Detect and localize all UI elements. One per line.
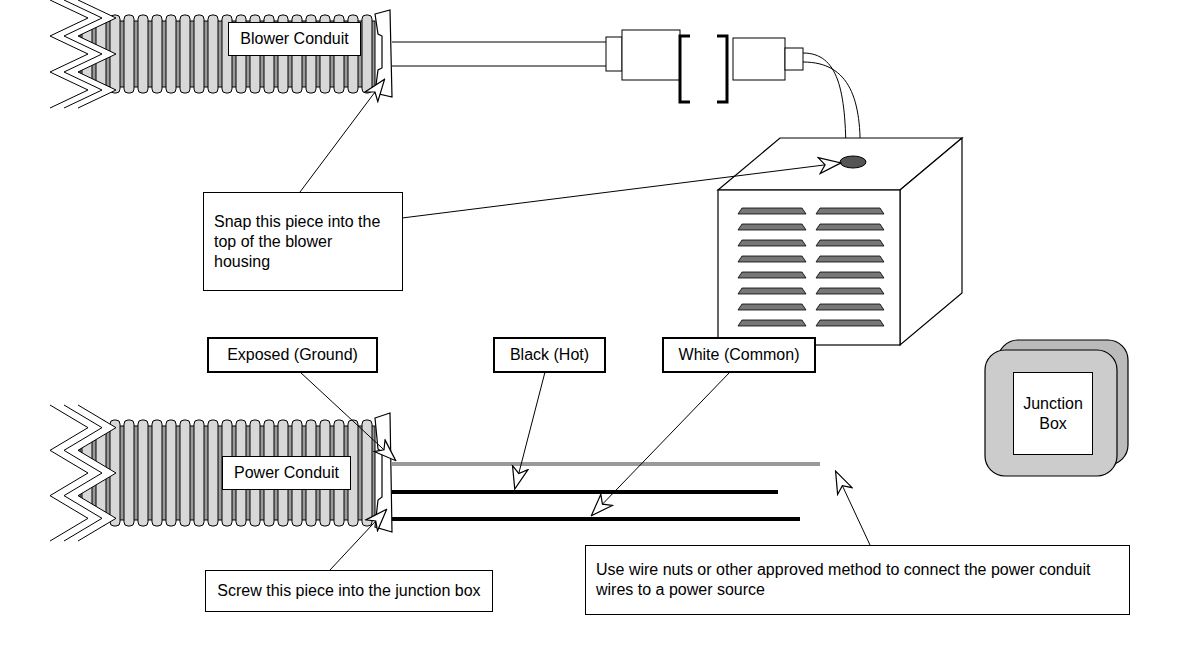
louver [816,256,884,262]
node-text: Black (Hot) [510,345,589,365]
louver [816,320,884,326]
blower-conduit [0,0,375,113]
node-text: Exposed (Ground) [227,345,358,365]
wire-label: Black (Hot) [493,337,606,373]
louver [816,208,884,214]
leader-line [515,372,545,488]
node-text: Power Conduit [234,463,339,483]
break-line [64,0,102,108]
break-line [78,405,116,541]
louver [738,304,806,310]
conduit-rib [180,15,190,93]
callout-box: Screw this piece into the junction box [205,570,493,612]
leader-line [300,80,384,192]
plug [606,37,622,71]
conduit-rib [194,420,204,526]
wire-label: Exposed (Ground) [207,337,378,373]
louver [816,304,884,310]
bracket [680,36,690,102]
conduit-rib [138,420,148,526]
louver [738,224,806,230]
node-text: Blower Conduit [240,29,349,49]
conduit-rib [208,420,218,526]
plug [733,38,785,80]
conduit-rib [124,15,134,93]
louver [816,272,884,278]
callout-box: Use wire nuts or other approved method t… [585,545,1130,615]
break-mask [0,400,116,546]
conduit-rib [124,420,134,526]
conduit-label: Blower Conduit [228,22,361,56]
conduit-rib [166,15,176,93]
snap-fitting [375,10,392,97]
leader-line [300,372,395,460]
louver [738,320,806,326]
callout-box: Snap this piece into the top of the blow… [203,192,403,291]
wire [392,66,606,67]
conduit-rib [362,15,372,93]
node-text: Junction Box [1023,394,1083,434]
conduit-rib [166,420,176,526]
node-text: Use wire nuts or other approved method t… [596,560,1119,600]
node-text: White (Common) [679,345,800,365]
junction-box [985,350,1117,476]
common-wire [392,517,800,521]
screw-fitting [375,413,392,532]
wire-label: White (Common) [662,337,816,373]
louvers [738,208,884,326]
louver [816,240,884,246]
conduit-label: Power Conduit [222,456,351,490]
louver [738,288,806,294]
housing-front [718,190,900,345]
leader-line [402,163,840,218]
conduit-rib [152,15,162,93]
leader-line [592,372,730,515]
break-mask [0,0,116,113]
louver [738,208,806,214]
break-line [78,0,116,108]
conduit-rib [180,420,190,526]
break-line [50,405,88,541]
louver [816,224,884,230]
conduit-rib [208,15,218,93]
plug [622,30,680,80]
louver [738,256,806,262]
hot-wire [392,490,778,494]
node-text: Screw this piece into the junction box [217,581,480,601]
housing-hole [840,156,866,168]
ground-wire [392,462,820,466]
conduit-rib [138,15,148,93]
junction-box-label: Junction Box [1013,372,1093,455]
louver [738,240,806,246]
break-line [64,405,102,541]
louver [738,272,806,278]
break-line [50,0,88,108]
conduit-rib [362,420,372,526]
wire [392,42,606,43]
leader-line [330,510,386,570]
plug [785,48,803,70]
node-text: Snap this piece into the top of the blow… [214,212,392,272]
housing-side [900,138,962,345]
leader-line [836,472,870,545]
bracket [717,36,727,102]
power-conduit [0,400,375,546]
louver [816,288,884,294]
conduit-rib [194,15,204,93]
conduit-rib [152,420,162,526]
